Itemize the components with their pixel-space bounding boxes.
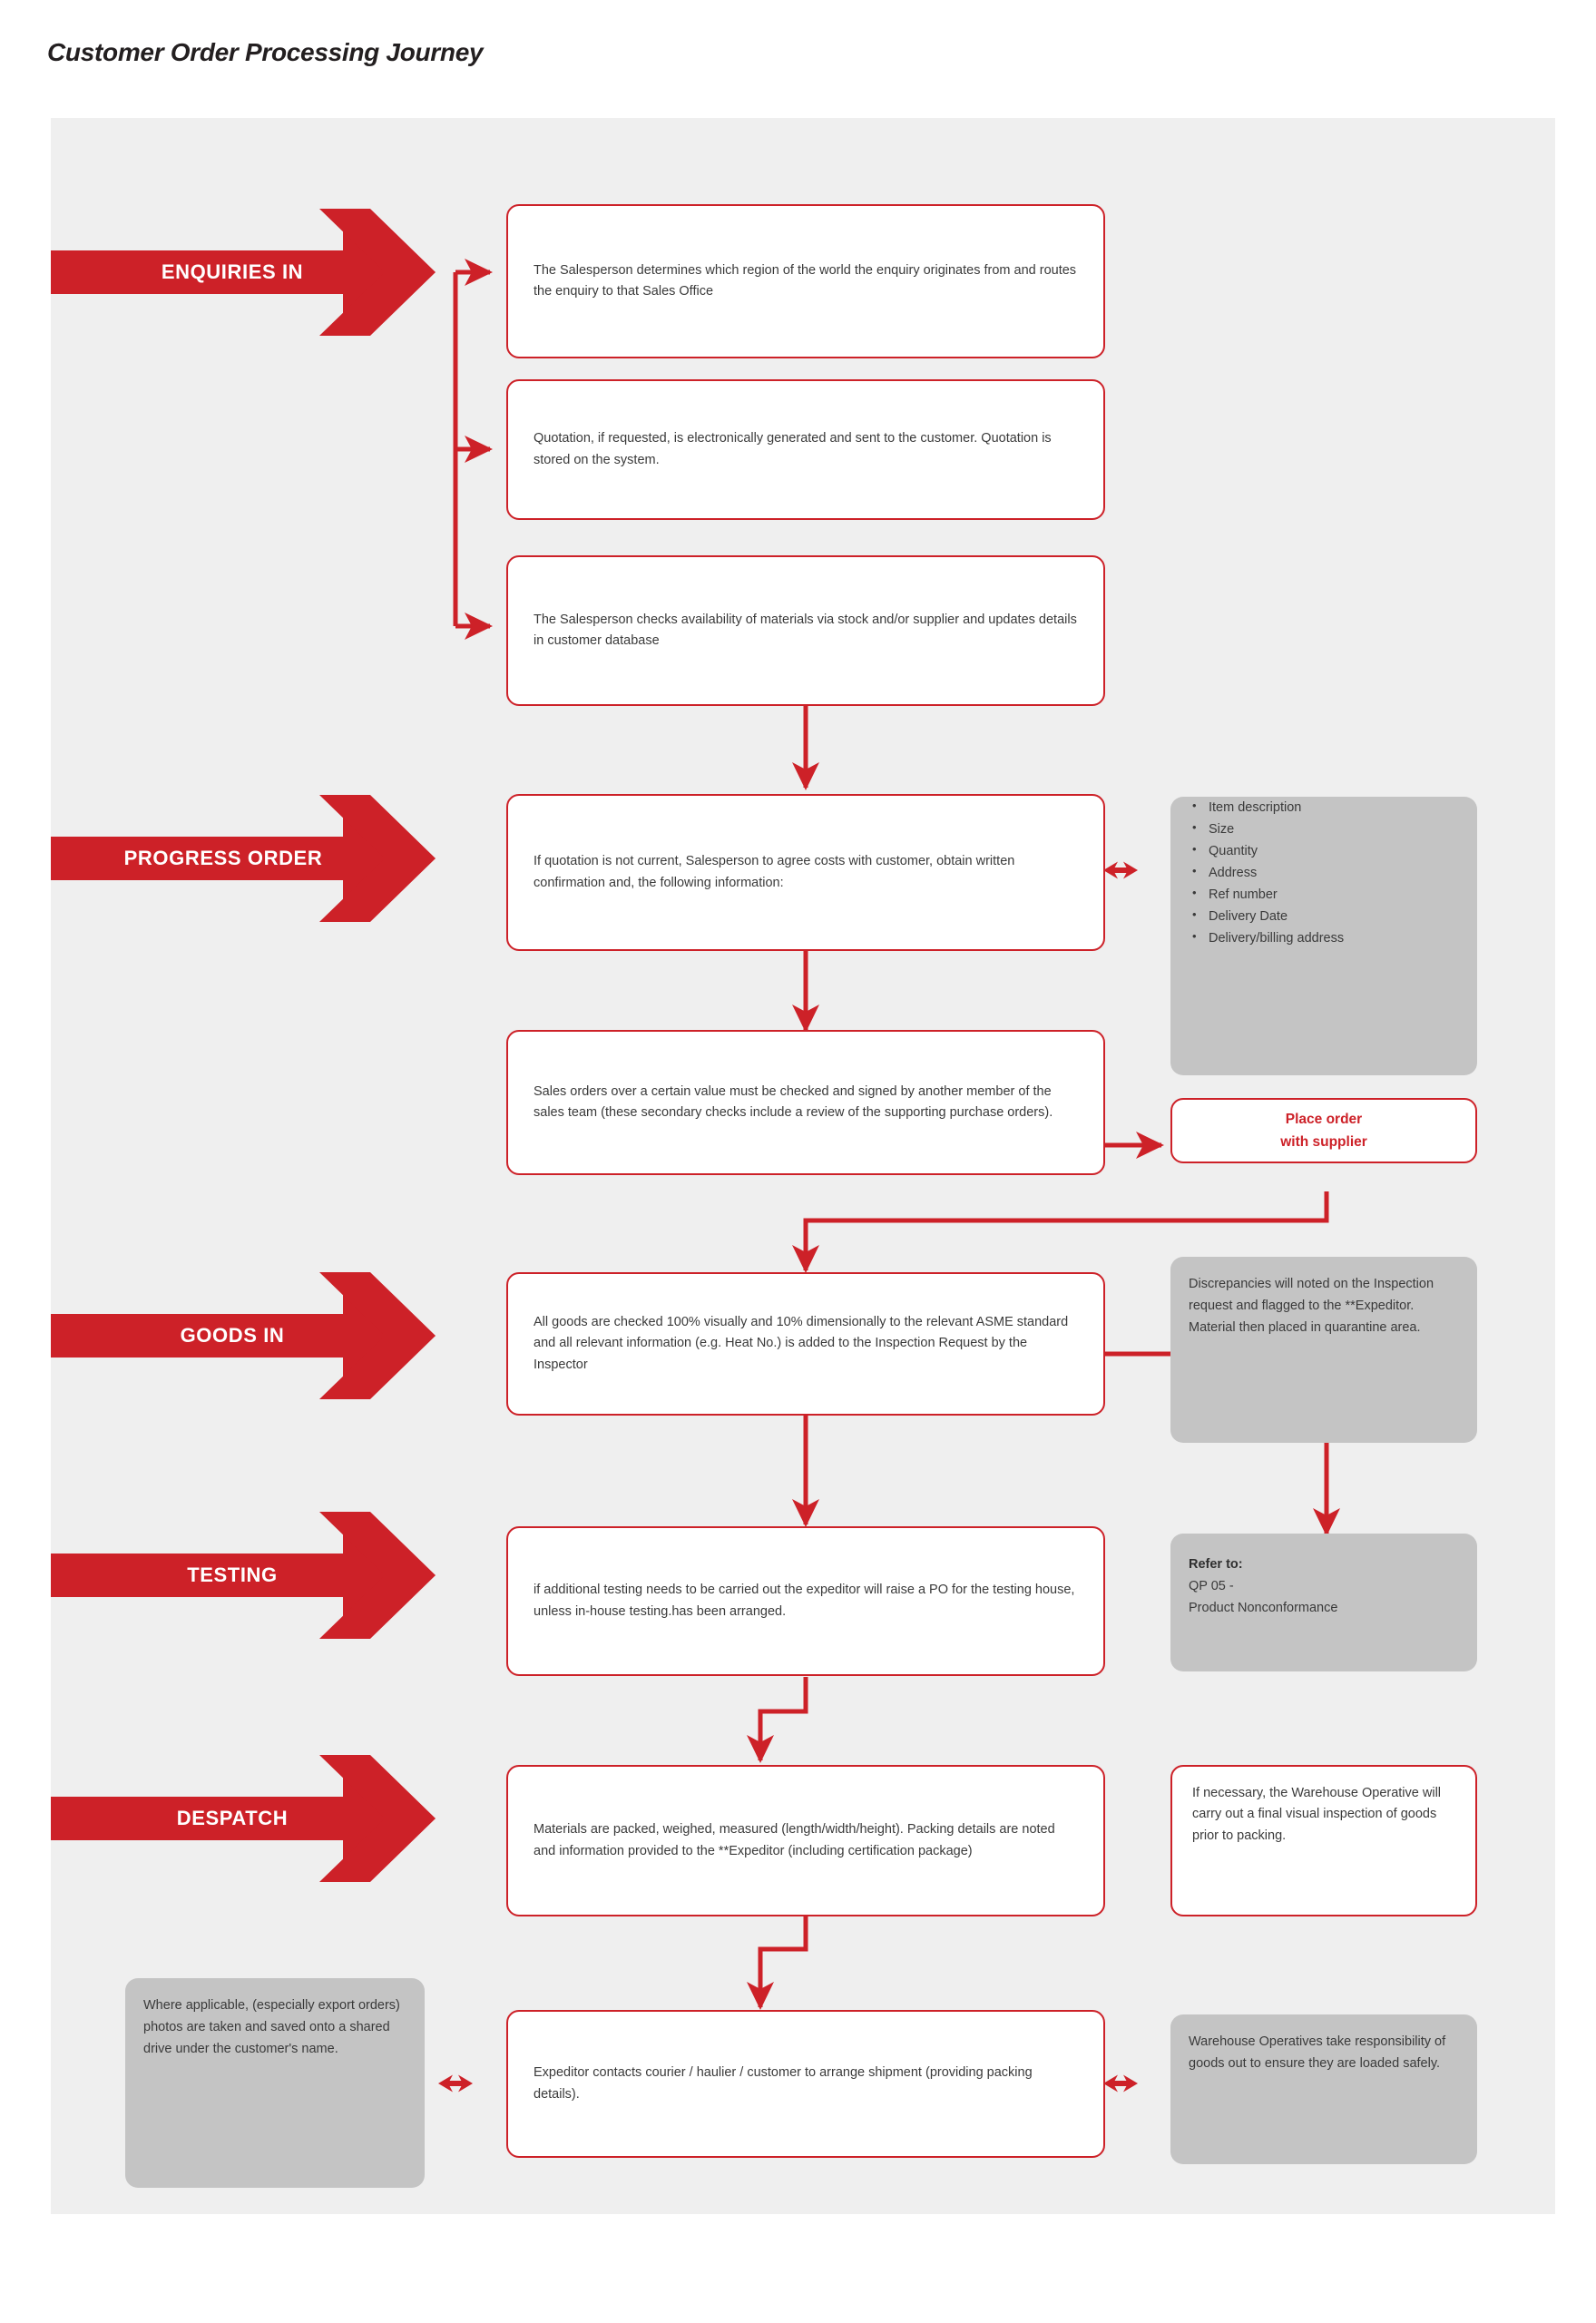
place-order-line-2: with supplier: [1280, 1134, 1367, 1150]
refer-to-line-1: QP 05 -: [1189, 1579, 1234, 1594]
process-box-text: The Salesperson checks availability of m…: [534, 612, 1077, 648]
note-box-text: Where applicable, (especially export ord…: [143, 1998, 400, 2057]
note-box-loading: Warehouse Operatives take responsibility…: [1170, 2014, 1477, 2164]
stage-banner-progress-order[interactable]: PROGRESS ORDER: [51, 791, 437, 926]
process-box-agree-costs[interactable]: If quotation is not current, Salesperson…: [506, 794, 1105, 951]
list-item: Item description: [1192, 796, 1344, 818]
stage-banner-label: PROGRESS ORDER: [123, 847, 323, 869]
note-box-text: Discrepancies will noted on the Inspecti…: [1189, 1277, 1434, 1336]
process-box-text: Expeditor contacts courier / haulier / c…: [534, 2065, 1033, 2102]
note-box-order-information: Item description Size Quantity Address R…: [1170, 796, 1477, 1075]
process-box-text: if additional testing needs to be carrie…: [534, 1583, 1075, 1619]
page-title: Customer Order Processing Journey: [47, 38, 484, 66]
process-box-shipment[interactable]: Expeditor contacts courier / haulier / c…: [506, 2010, 1105, 2158]
list-item: Size: [1192, 818, 1344, 840]
order-information-list: Item description Size Quantity Address R…: [1170, 796, 1356, 949]
process-box-testing[interactable]: if additional testing needs to be carrie…: [506, 1526, 1105, 1676]
note-box-text: Warehouse Operatives take responsibility…: [1189, 2034, 1446, 2072]
stage-banner-label: ENQUIRIES IN: [161, 260, 304, 283]
list-item: Delivery/billing address: [1192, 926, 1344, 949]
process-box-text: Quotation, if requested, is electronical…: [534, 431, 1052, 467]
process-box-enquiry-routing[interactable]: The Salesperson determines which region …: [506, 204, 1105, 358]
refer-to-line-2: Product Nonconformance: [1189, 1601, 1338, 1616]
process-box-packing[interactable]: Materials are packed, weighed, measured …: [506, 1765, 1105, 1916]
stage-banner-label: GOODS IN: [180, 1324, 285, 1347]
refer-to-heading: Refer to:: [1189, 1557, 1243, 1572]
list-item: Quantity: [1192, 839, 1344, 862]
note-box-photos: Where applicable, (especially export ord…: [125, 1978, 425, 2188]
note-box-discrepancies: Discrepancies will noted on the Inspecti…: [1170, 1257, 1477, 1443]
list-item: Address: [1192, 861, 1344, 884]
stage-banner-despatch[interactable]: DESPATCH: [51, 1751, 437, 1886]
process-box-sales-order-check[interactable]: Sales orders over a certain value must b…: [506, 1030, 1105, 1175]
stage-banner-enquiries-in[interactable]: ENQUIRIES IN: [51, 205, 437, 339]
process-box-place-order[interactable]: Place order with supplier: [1170, 1098, 1477, 1163]
stage-banner-testing[interactable]: TESTING: [51, 1508, 437, 1642]
process-box-text: Materials are packed, weighed, measured …: [534, 1822, 1055, 1858]
note-box-text: If necessary, the Warehouse Operative wi…: [1192, 1786, 1442, 1843]
process-box-text: All goods are checked 100% visually and …: [534, 1314, 1069, 1372]
process-box-text: Sales orders over a certain value must b…: [534, 1083, 1053, 1120]
place-order-line-1: Place order: [1285, 1111, 1363, 1127]
process-box-availability[interactable]: The Salesperson checks availability of m…: [506, 555, 1105, 706]
process-box-goods-check[interactable]: All goods are checked 100% visually and …: [506, 1272, 1105, 1416]
note-box-refer-to: Refer to: QP 05 - Product Nonconformance: [1170, 1534, 1477, 1671]
stage-banner-goods-in[interactable]: GOODS IN: [51, 1269, 437, 1403]
list-item: Delivery Date: [1192, 905, 1344, 927]
process-box-text: If quotation is not current, Salesperson…: [534, 854, 1015, 890]
process-box-text: The Salesperson determines which region …: [534, 262, 1077, 299]
note-box-final-inspection: If necessary, the Warehouse Operative wi…: [1170, 1765, 1477, 1916]
list-item: Ref number: [1192, 883, 1344, 906]
stage-banner-label: DESPATCH: [176, 1807, 289, 1829]
process-box-quotation[interactable]: Quotation, if requested, is electronical…: [506, 379, 1105, 520]
stage-banner-label: TESTING: [187, 1563, 278, 1586]
